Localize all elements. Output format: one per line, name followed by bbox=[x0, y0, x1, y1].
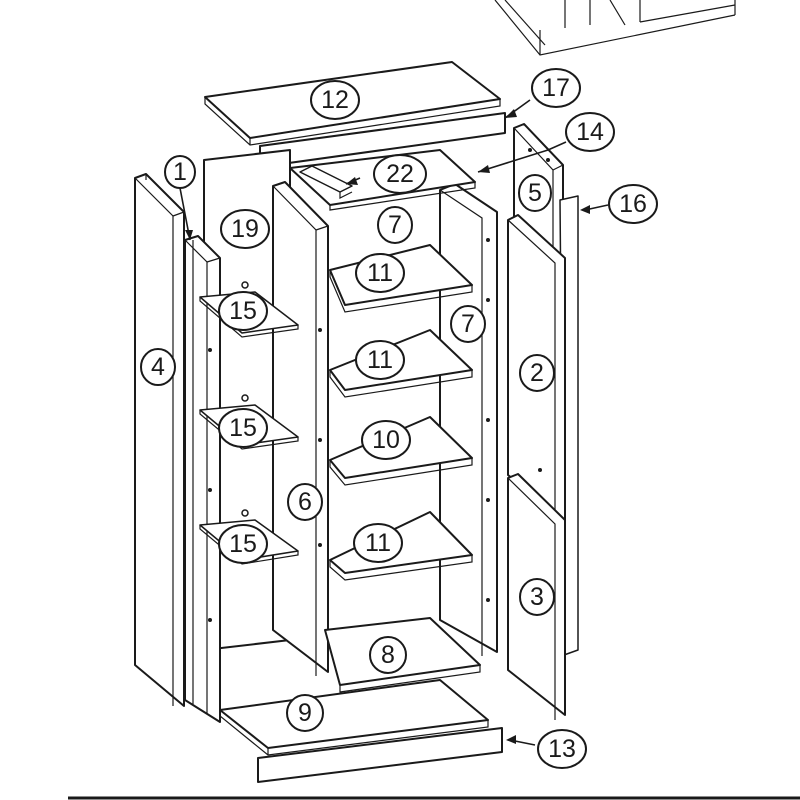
callout-12-label: 12 bbox=[321, 86, 349, 114]
callout-9: 9 bbox=[286, 694, 324, 732]
callout-11-top-label: 11 bbox=[367, 259, 393, 287]
callout-12: 12 bbox=[310, 80, 360, 120]
callout-8: 8 bbox=[369, 636, 407, 674]
callout-1-label: 1 bbox=[173, 158, 187, 186]
callout-4: 4 bbox=[140, 348, 176, 386]
callout-15-middle: 15 bbox=[218, 408, 268, 448]
callout-15-bottom-label: 15 bbox=[229, 530, 257, 558]
callout-6: 6 bbox=[287, 483, 323, 521]
callout-15-middle-label: 15 bbox=[229, 414, 257, 442]
callout-19: 19 bbox=[220, 209, 270, 249]
callout-14-label: 14 bbox=[576, 118, 604, 146]
callout-7-top-label: 7 bbox=[388, 211, 402, 239]
callout-22-label: 22 bbox=[386, 160, 414, 188]
plinth bbox=[257, 727, 503, 783]
callout-3: 3 bbox=[519, 578, 555, 616]
callout-15-top-label: 15 bbox=[229, 297, 257, 325]
callout-10-label: 10 bbox=[372, 426, 400, 454]
callout-2-label: 2 bbox=[530, 359, 544, 387]
callout-11-lower-label: 11 bbox=[365, 529, 391, 557]
leader-lines bbox=[179, 99, 609, 746]
callout-14: 14 bbox=[565, 112, 615, 152]
callout-3-label: 3 bbox=[530, 583, 544, 611]
callout-11-top: 11 bbox=[355, 253, 405, 293]
callout-5: 5 bbox=[518, 174, 552, 212]
callout-22: 22 bbox=[373, 154, 427, 194]
callout-17-label: 17 bbox=[542, 74, 570, 102]
left-narrow-door bbox=[184, 235, 221, 723]
callout-7-right-label: 7 bbox=[461, 310, 475, 338]
callout-11-lower: 11 bbox=[353, 523, 403, 563]
callout-6-label: 6 bbox=[298, 488, 312, 516]
callout-7-right: 7 bbox=[450, 305, 486, 343]
callout-19-label: 19 bbox=[231, 215, 259, 243]
callout-11-upper: 11 bbox=[355, 340, 405, 380]
preview-thumbnail bbox=[494, 0, 736, 56]
callout-9-label: 9 bbox=[298, 699, 312, 727]
callout-1: 1 bbox=[164, 155, 196, 189]
callout-17: 17 bbox=[531, 68, 581, 108]
callout-11-upper-label: 11 bbox=[367, 346, 393, 374]
bottom-panel bbox=[219, 679, 489, 756]
callout-16: 16 bbox=[608, 184, 658, 224]
callout-15-top: 15 bbox=[218, 291, 268, 331]
callout-8-label: 8 bbox=[381, 641, 395, 669]
small-rail bbox=[299, 165, 353, 199]
callout-2: 2 bbox=[519, 354, 555, 392]
callout-16-label: 16 bbox=[619, 190, 647, 218]
callout-7-top: 7 bbox=[377, 206, 413, 244]
callout-5-label: 5 bbox=[528, 179, 542, 207]
callout-10: 10 bbox=[361, 420, 411, 460]
callout-13-label: 13 bbox=[548, 735, 576, 763]
callout-13: 13 bbox=[537, 729, 587, 769]
callout-4-label: 4 bbox=[151, 353, 165, 381]
callout-15-bottom: 15 bbox=[218, 524, 268, 564]
left-side-panel bbox=[134, 173, 185, 707]
